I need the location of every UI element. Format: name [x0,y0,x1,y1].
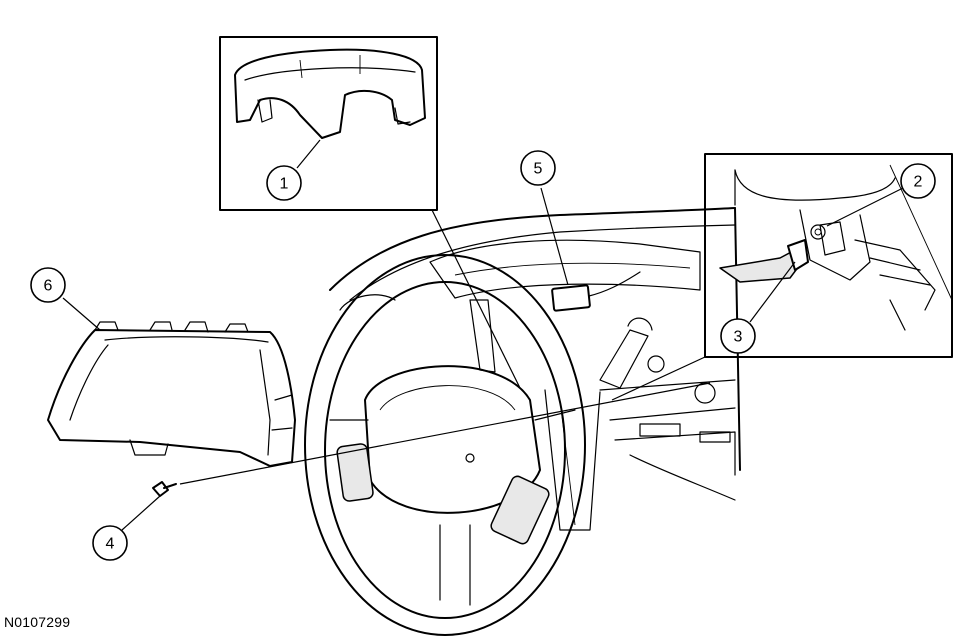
inset-connector-detail [704,153,953,358]
instrument-cluster-icon [47,321,296,467]
bolt-icon [810,224,826,240]
callout-label: 2 [914,174,923,191]
callout-label: 4 [106,536,115,553]
callout-5: 5 [520,150,556,186]
screw-4 [121,382,711,531]
electrical-connector-icon [719,239,809,283]
dashboard-assembly [304,207,741,636]
callout-4: 4 [92,525,128,561]
callout-1: 1 [266,165,302,201]
connector-5 [540,187,641,312]
inset-steering-column-shroud [219,36,438,211]
instrument-cluster [47,297,296,467]
electrical-connector-icon [551,271,641,312]
steering-column-shroud-icon [234,48,426,139]
screw-icon [152,481,177,497]
figure-id-label: N0107299 [4,614,71,630]
callout-label: 1 [280,176,289,193]
callout-label: 6 [44,278,53,295]
callout-3: 3 [720,318,756,354]
callout-6: 6 [30,267,66,303]
callout-label: 3 [734,329,743,346]
callout-2: 2 [900,163,936,199]
callout-label: 5 [534,161,543,178]
